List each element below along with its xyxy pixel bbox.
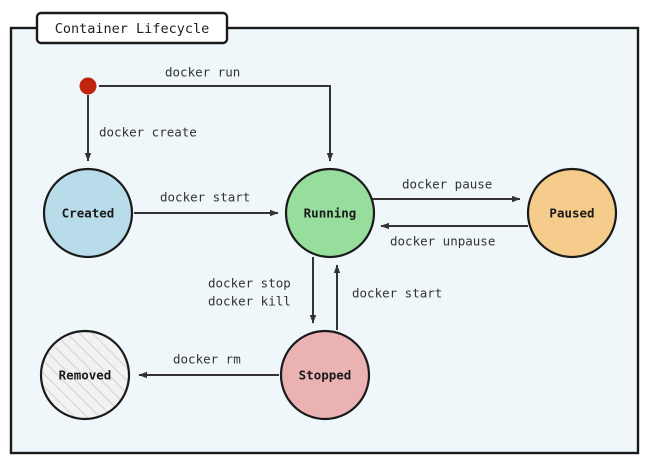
edge-stopped-to-running: docker start <box>333 264 442 330</box>
edge-running-to-stopped-label-1: docker stop <box>208 276 291 291</box>
state-node-created-circle[interactable] <box>42 167 134 259</box>
diagram-title: Container Lifecycle <box>35 11 229 45</box>
edge-running-to-stopped-label-2: docker kill <box>208 294 291 309</box>
state-node-paused-circle[interactable] <box>526 167 618 259</box>
state-node-running[interactable]: Running <box>284 167 376 259</box>
state-node-paused[interactable]: Paused <box>526 167 618 259</box>
edge-start-to-running-line <box>99 85 334 162</box>
edge-paused-to-running: docker unpause <box>380 222 528 249</box>
edge-stopped-to-removed-label: docker rm <box>173 352 241 367</box>
title-text: Container Lifecycle <box>55 21 209 37</box>
edge-created-to-running-label: docker start <box>160 190 250 205</box>
edge-start-to-running-label: docker run <box>165 65 240 80</box>
state-node-created[interactable]: Created <box>42 167 134 259</box>
state-node-running-circle[interactable] <box>284 167 376 259</box>
state-node-running-label: Running <box>304 206 357 221</box>
edge-paused-to-running-label: docker unpause <box>390 234 495 249</box>
state-node-removed[interactable]: Removed <box>39 329 131 421</box>
title-chip-box <box>35 11 229 45</box>
edge-start-to-created-label: docker create <box>99 125 197 140</box>
start-point-node[interactable] <box>79 77 97 95</box>
edge-running-to-paused-label: docker pause <box>402 177 492 192</box>
edge-start-to-running: docker run <box>99 65 334 162</box>
edge-running-to-paused: docker pause <box>372 177 521 203</box>
edge-stopped-to-running-label: docker start <box>352 286 442 301</box>
edge-stopped-to-removed: docker rm <box>138 352 279 379</box>
state-node-stopped-label: Stopped <box>299 368 352 383</box>
edge-running-to-stopped: docker stop docker kill <box>208 257 317 324</box>
state-node-stopped[interactable]: Stopped <box>279 329 371 421</box>
state-node-removed-circle[interactable] <box>39 329 131 421</box>
edge-start-to-created: docker create <box>84 95 197 162</box>
state-node-removed-label: Removed <box>59 368 112 383</box>
state-node-created-label: Created <box>62 206 115 221</box>
state-node-paused-label: Paused <box>549 206 594 221</box>
state-node-stopped-circle[interactable] <box>279 329 371 421</box>
edge-created-to-running: docker start <box>134 190 279 217</box>
